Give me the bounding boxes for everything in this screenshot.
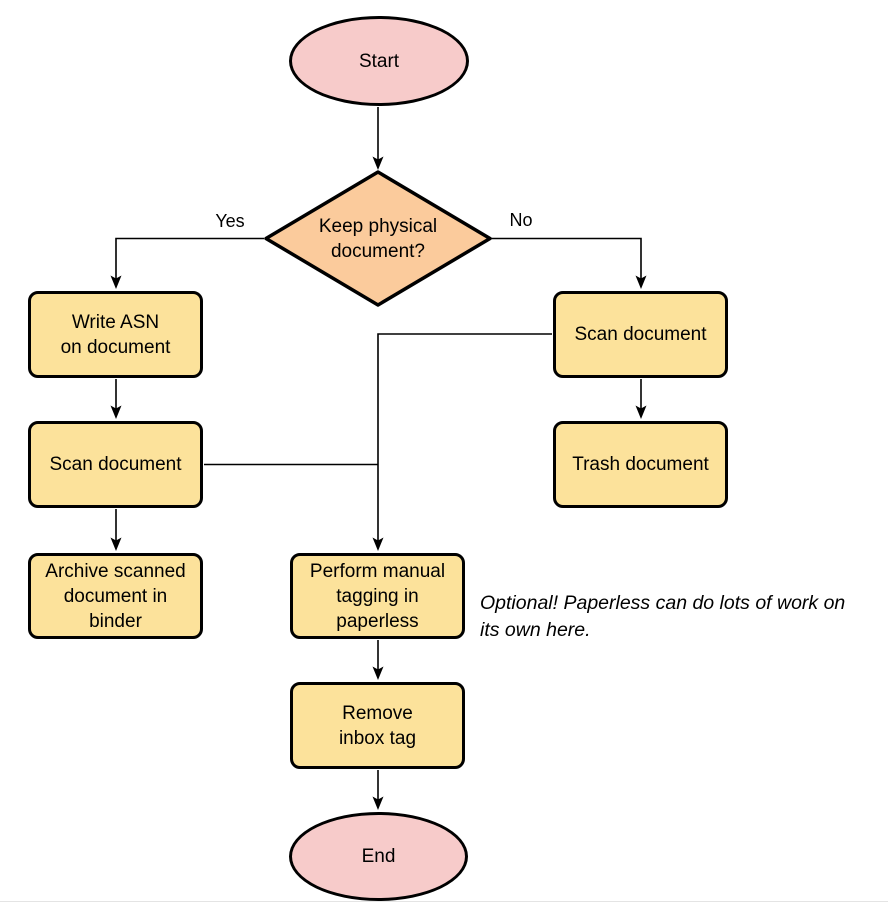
node-label: End [361,846,396,867]
node-remove-inbox-tag: Remove inbox tag [290,682,465,769]
node-write-asn: Write ASN on document [28,291,203,378]
arrowhead-icon [372,796,384,810]
node-label: Keep physical document? [318,215,438,262]
node-label: Remove inbox tag [338,702,417,749]
node-end: End [289,812,468,901]
edge-start-to-decision [372,107,384,170]
edge-decision-no-to-scan-document [491,237,647,289]
node-label: Scan document [49,454,182,475]
edge-decision-yes-to-write-asn [110,237,264,289]
edge-line [491,237,642,281]
edge-label-yes: Yes [215,211,245,231]
optional-note: Optional! Paperless can do lots of work … [480,592,846,641]
arrowhead-icon [372,537,384,551]
edge-tagging-to-remove-inbox [372,640,384,680]
node-scan-document-right: Scan document [553,291,728,378]
node-start: Start [289,16,469,106]
node-label: Write ASN on document [60,311,171,358]
node-decision-label: Keep physical document? [293,212,463,265]
edge-scan-document-to-archive [110,509,122,551]
node-label: Trash document [572,454,709,475]
edge-remove-inbox-to-end [372,770,384,810]
node-label: Scan document [574,324,707,345]
arrowhead-icon [635,275,647,289]
decision-diamond-shape [264,170,492,307]
edge-label-no: No [509,210,533,230]
arrowhead-icon [372,666,384,680]
node-archive-in-binder: Archive scanned document in binder [28,553,203,639]
node-scan-document-left: Scan document [28,421,203,508]
arrowhead-icon [110,537,122,551]
node-label: Start [358,50,400,72]
bottom-divider [0,901,888,902]
node-manual-tagging: Perform manual tagging in paperless [290,553,465,639]
edge-scan-document-right-to-tagging [372,333,552,551]
edge-line [115,237,264,281]
arrowhead-icon [110,405,122,419]
edge-write-asn-to-scan-document [110,379,122,419]
node-label: Archive scanned document in binder [45,560,186,632]
arrowhead-icon [635,405,647,419]
node-trash-document: Trash document [553,421,728,508]
edge-scan-document-to-trash [635,379,647,419]
node-label: Perform manual tagging in paperless [309,560,446,632]
arrowhead-icon [110,275,122,289]
edge-line [377,333,552,543]
arrowhead-icon [372,156,384,170]
